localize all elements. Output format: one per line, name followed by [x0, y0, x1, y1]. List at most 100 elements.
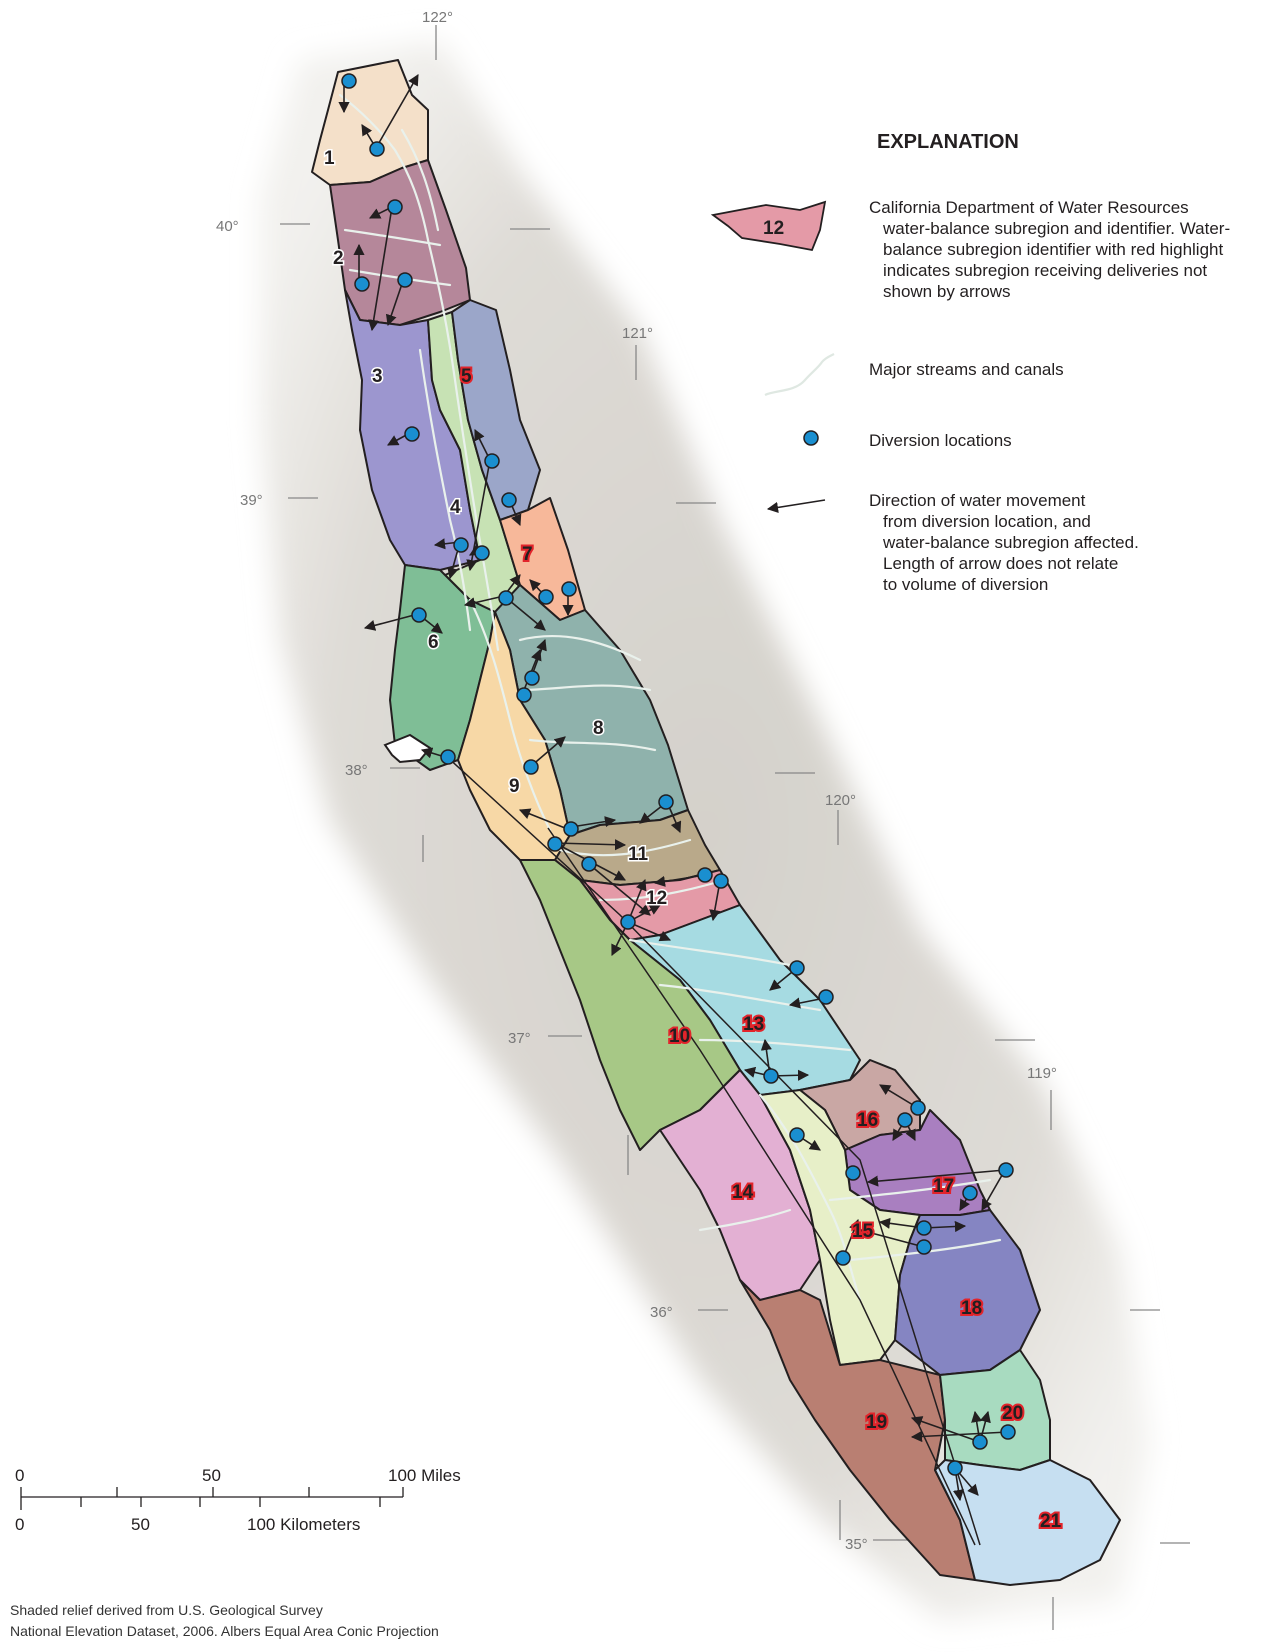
lat-40-label: 40° — [216, 218, 239, 235]
diversion-point[interactable] — [538, 589, 554, 605]
scale-km-0: 0 — [15, 1515, 24, 1534]
label-subregion-18: 18 — [961, 1298, 982, 1319]
legend-streams-label: Major streams and canals — [869, 360, 1064, 379]
diversion-point[interactable] — [516, 687, 532, 703]
diversion-point[interactable] — [354, 276, 370, 292]
label-subregion-14: 14 — [732, 1182, 754, 1203]
diversion-point[interactable] — [916, 1220, 932, 1236]
scale-km-100: 100 Kilometers — [247, 1515, 360, 1534]
diversion-point[interactable] — [620, 914, 636, 930]
lat-39-label: 39° — [240, 492, 263, 509]
label-subregion-8: 8 — [593, 718, 604, 739]
label-subregion-13: 13 — [743, 1014, 764, 1035]
lat-37-label: 37° — [508, 1030, 531, 1047]
lon-122-label: 122° — [422, 9, 453, 26]
legend-subregion-line-3: balance subregion identifier with red hi… — [883, 240, 1224, 259]
label-subregion-6: 6 — [428, 632, 439, 653]
legend-subregion-line-2: water-balance subregion and identifier. … — [883, 219, 1231, 238]
diversion-point[interactable] — [947, 1460, 963, 1476]
label-subregion-2: 2 — [333, 248, 344, 269]
graticule — [280, 25, 1190, 1630]
explanation-title: EXPLANATION — [877, 131, 1019, 153]
diversion-point[interactable] — [341, 73, 357, 89]
diversion-point[interactable] — [845, 1165, 861, 1181]
diversion-point[interactable] — [547, 836, 563, 852]
label-subregion-21: 21 — [1040, 1511, 1062, 1532]
legend-arrow-line-5: to volume of diversion — [883, 575, 1049, 594]
diversion-point[interactable] — [387, 199, 403, 215]
legend-diversion-dot — [803, 430, 819, 446]
diversion-point[interactable] — [972, 1434, 988, 1450]
diversion-point[interactable] — [962, 1185, 978, 1201]
diversion-point[interactable] — [713, 873, 729, 889]
lon-119-label: 119° — [1027, 1065, 1057, 1082]
diversion-point[interactable] — [789, 960, 805, 976]
bay — [383, 733, 432, 764]
label-subregion-4: 4 — [450, 497, 461, 518]
diversion-point[interactable] — [474, 545, 490, 561]
label-subregion-3: 3 — [372, 366, 383, 387]
diversion-point[interactable] — [524, 670, 540, 686]
label-subregion-11: 11 — [628, 844, 649, 865]
legend-subregion-swatch — [710, 200, 827, 252]
source-credit: Shaded relief derived from U.S. Geologic… — [10, 1600, 439, 1642]
legend-symbols: 12 — [710, 200, 835, 513]
diversion-point[interactable] — [763, 1068, 779, 1084]
subregion-14[interactable] — [659, 1069, 821, 1301]
legend-arrow-line-2: from diversion location, and — [883, 512, 1091, 531]
diversion-point[interactable] — [658, 794, 674, 810]
diversion-point[interactable] — [581, 856, 597, 872]
label-subregion-17: 17 — [933, 1176, 954, 1197]
legend-arrow-text: Direction of water movement from diversi… — [869, 490, 1269, 595]
legend-subregion-id: 12 — [763, 218, 784, 239]
diversion-point[interactable] — [835, 1250, 851, 1266]
label-subregion-1: 1 — [324, 148, 335, 169]
diversion-point[interactable] — [789, 1127, 805, 1143]
subregion-labels: 1 2 3 4 5 6 7 8 9 10 11 12 13 14 15 16 1… — [323, 147, 1064, 1535]
label-subregion-20: 20 — [1002, 1403, 1023, 1424]
legend-diversions-label: Diversion locations — [869, 431, 1012, 450]
diversion-point[interactable] — [818, 989, 834, 1005]
diversion-point[interactable] — [484, 453, 500, 469]
graticule-labels: 122° 40° 121° 39° 38° 120° 37° 119° 36° … — [216, 9, 1057, 1553]
legend-subregion-line-1: California Department of Water Resources — [869, 198, 1189, 217]
diversion-point[interactable] — [998, 1162, 1014, 1178]
legend-arrow-line-3: water-balance subregion affected. — [883, 533, 1139, 552]
legend-subregion-text: California Department of Water Resources… — [869, 197, 1269, 302]
diversion-point[interactable] — [897, 1112, 913, 1128]
diversion-point[interactable] — [501, 492, 517, 508]
scale-km-50: 50 — [131, 1515, 150, 1534]
subregion-21[interactable] — [934, 1459, 1121, 1586]
diversion-point[interactable] — [440, 749, 456, 765]
diversion-point[interactable] — [369, 141, 385, 157]
legend-stream-symbol — [764, 353, 835, 397]
diversion-point[interactable] — [498, 590, 514, 606]
subregion-5[interactable] — [451, 299, 541, 521]
lon-120-label: 120° — [825, 792, 856, 809]
diversion-point[interactable] — [404, 426, 420, 442]
scale-miles-0: 0 — [15, 1466, 24, 1485]
label-subregion-19: 19 — [866, 1412, 887, 1433]
legend-subregion-line-5: shown by arrows — [883, 282, 1011, 301]
diversion-point[interactable] — [453, 537, 469, 553]
lon-121-label: 121° — [622, 325, 653, 342]
scale-miles-100: 100 Miles — [388, 1466, 461, 1485]
legend-streams-text: Major streams and canals — [869, 359, 1269, 380]
label-subregion-5: 5 — [461, 366, 472, 387]
credit-line-2: National Elevation Dataset, 2006. Albers… — [10, 1623, 439, 1639]
diversion-point[interactable] — [910, 1100, 926, 1116]
diversion-point[interactable] — [1000, 1424, 1016, 1440]
diversion-point[interactable] — [523, 759, 539, 775]
diversion-point[interactable] — [697, 867, 713, 883]
diversion-point[interactable] — [411, 607, 427, 623]
scale-bar — [20, 1487, 404, 1510]
diversion-point[interactable] — [563, 821, 579, 837]
scale-miles-50: 50 — [202, 1466, 221, 1485]
credit-line-1: Shaded relief derived from U.S. Geologic… — [10, 1602, 323, 1618]
diversion-point[interactable] — [561, 581, 577, 597]
legend-arrow-line-4: Length of arrow does not relate — [883, 554, 1119, 573]
diversion-point[interactable] — [397, 272, 413, 288]
scale-labels: 0 50 100 Miles 0 50 100 Kilometers — [15, 1466, 461, 1534]
diversion-point[interactable] — [916, 1239, 932, 1255]
